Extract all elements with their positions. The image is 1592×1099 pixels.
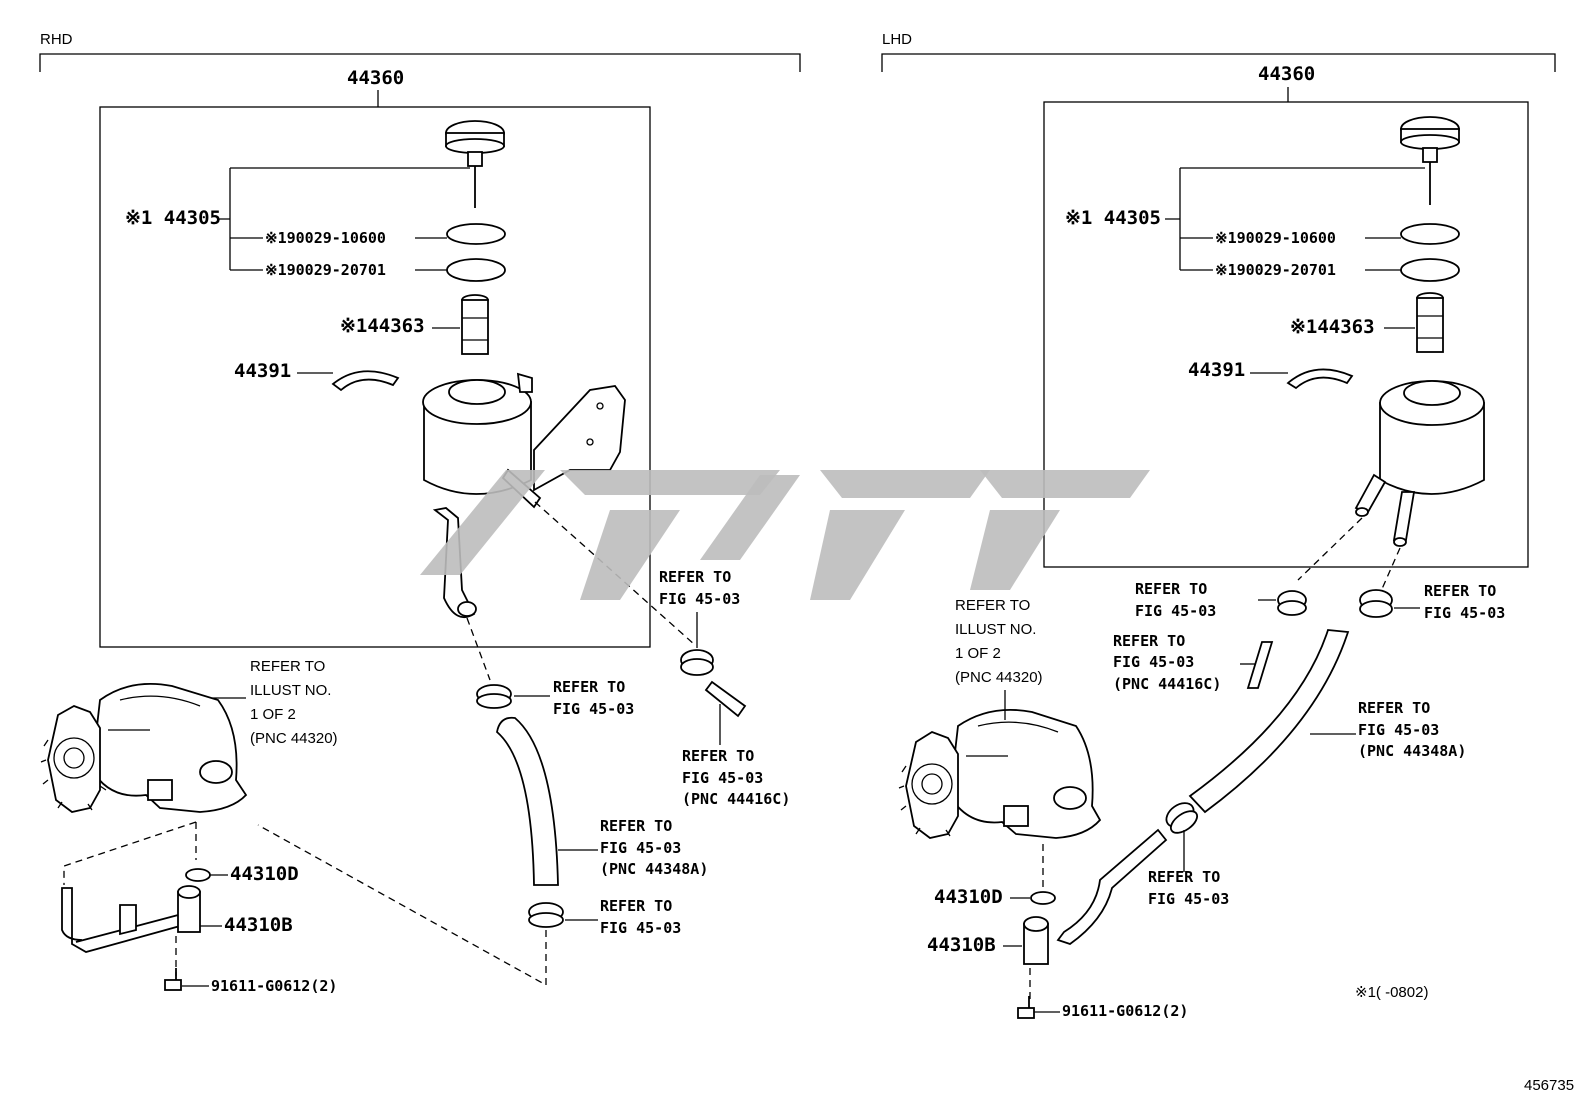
rhd-suction-hose-ref-line-2: FIG 45-03 [600, 839, 681, 857]
rhd-title: RHD [40, 31, 73, 48]
rhd-clip-lower-ref-line-2: FIG 45-03 [600, 919, 681, 937]
rhd-clip-left-ref-line-2: FIG 45-03 [553, 700, 634, 718]
footnote: ※1( -0802) [1355, 984, 1428, 1001]
lhd-union-icon [1023, 916, 1049, 965]
rhd-bolt-label: 91611-G0612(2) [211, 977, 337, 995]
rhd-suction-hose-ref-line-3: (PNC 44348A) [600, 860, 708, 878]
rhd-cap-set-label: ※1 44305 [125, 207, 221, 229]
lhd-reservoir-cap-icon [1400, 116, 1460, 205]
lhd-pump-o-ring-label: 44310D [934, 886, 1003, 908]
lhd-o-ring-1-label: ※190029-10600 [1215, 229, 1336, 247]
lhd-clip-left-ref-line-1: REFER TO [1135, 580, 1207, 598]
lhd-bracket-line [881, 53, 1556, 72]
lhd-clip-left-icon [1277, 590, 1307, 616]
rhd-o-ring-1-label: ※190029-10600 [265, 229, 386, 247]
rhd-clip-lower-ref-line-1: REFER TO [600, 897, 672, 915]
lhd-pump-ref-line-2: ILLUST NO. [955, 621, 1036, 638]
lhd-clip-right-icon [1359, 589, 1393, 618]
illustration-number: 456735 [1524, 1077, 1574, 1094]
lhd-clip-right-ref-line-2: FIG 45-03 [1424, 604, 1505, 622]
rhd-reservoir-tank-icon [422, 372, 626, 619]
rhd-pump-ref-line-4: (PNC 44320) [250, 730, 338, 747]
lhd-o-ring-2-label: ※190029-20701 [1215, 261, 1336, 279]
lhd-union-label: 44310B [927, 934, 996, 956]
rhd-o-ring-2-icon [446, 258, 506, 282]
lhd-filter-icon [1416, 292, 1444, 353]
lhd-suction-hose-ref-line-3: (PNC 44348A) [1358, 742, 1466, 760]
lhd-filter-label: ※144363 [1290, 316, 1375, 338]
lhd-pump-ref-line-3: 1 OF 2 [955, 645, 1001, 662]
rhd-union-icon [177, 885, 201, 933]
rhd-clip-left-ref-line-1: REFER TO [553, 678, 625, 696]
lhd-clip-right-ref-line-1: REFER TO [1424, 582, 1496, 600]
rhd-pump-o-ring-label: 44310D [230, 863, 299, 885]
rhd-section: RHD 44360 ※1 44305 ※190029-10600 ※190029… [39, 31, 801, 995]
rhd-suction-hose-ref-line-1: REFER TO [600, 817, 672, 835]
rhd-clip-left-icon [476, 684, 512, 709]
rhd-pump-ref-line-2: ILLUST NO. [250, 682, 331, 699]
lhd-bracket-label: 44391 [1188, 359, 1245, 381]
rhd-clip-upper-ref-line-2: FIG 45-03 [659, 590, 740, 608]
rhd-bracket-strip-icon [331, 370, 400, 392]
lhd-reservoir-tank-icon [1354, 380, 1485, 547]
lhd-bolt-icon [1017, 996, 1035, 1019]
lhd-assembly-box [1043, 101, 1529, 568]
lhd-section: LHD 44360 ※1 44305 ※190029-10600 ※190029… [881, 31, 1556, 1020]
rhd-bracket-line [39, 53, 801, 72]
rhd-assembly-label: 44360 [347, 67, 404, 89]
rhd-return-hose-icon [704, 680, 747, 718]
rhd-pump-o-ring-icon [185, 868, 211, 882]
lhd-power-steering-pump-icon [898, 709, 1102, 839]
watermark-logo-icon [420, 470, 1150, 600]
lhd-o-ring-1-icon [1400, 223, 1460, 245]
lhd-bolt-label: 91611-G0612(2) [1062, 1002, 1188, 1020]
rhd-pump-ref-line-3: 1 OF 2 [250, 706, 296, 723]
rhd-return-hose-ref-line-3: (PNC 44416C) [682, 790, 790, 808]
lhd-suction-hose-ref-line-1: REFER TO [1358, 699, 1430, 717]
lhd-cap-set-label: ※1 44305 [1065, 207, 1161, 229]
rhd-pipe-icon [61, 887, 184, 953]
lhd-clip-lower-ref-line-1: REFER TO [1148, 868, 1220, 886]
rhd-filter-icon [461, 294, 489, 355]
rhd-clip-upper-ref-line-1: REFER TO [659, 568, 731, 586]
lhd-assembly-label: 44360 [1258, 63, 1315, 85]
rhd-pump-ref-line-1: REFER TO [250, 658, 325, 675]
rhd-assembly-box [99, 106, 651, 648]
rhd-o-ring-2-label: ※190029-20701 [265, 261, 386, 279]
rhd-return-hose-ref-line-2: FIG 45-03 [682, 769, 763, 787]
lhd-clip-lower-icon [1165, 802, 1199, 834]
lhd-clip-left-ref-line-2: FIG 45-03 [1135, 602, 1216, 620]
lhd-return-hose-ref-line-3: (PNC 44416C) [1113, 675, 1221, 693]
rhd-clip-lower-icon [528, 902, 564, 928]
lhd-return-hose-ref-line-1: REFER TO [1113, 632, 1185, 650]
lhd-suction-hose-ref-line-2: FIG 45-03 [1358, 721, 1439, 739]
lhd-bracket-strip-icon [1286, 368, 1354, 390]
lhd-pump-ref-line-4: (PNC 44320) [955, 669, 1043, 686]
rhd-filter-label: ※144363 [340, 315, 425, 337]
lhd-suction-hose-icon [1188, 629, 1350, 814]
rhd-bracket-label: 44391 [234, 360, 291, 382]
lhd-title: LHD [882, 31, 912, 48]
rhd-return-hose-ref-line-1: REFER TO [682, 747, 754, 765]
rhd-power-steering-pump-icon [40, 683, 248, 813]
lhd-return-hose-icon [1246, 641, 1274, 689]
rhd-suction-hose-icon [496, 716, 559, 886]
lhd-return-hose-ref-line-2: FIG 45-03 [1113, 653, 1194, 671]
lhd-o-ring-2-icon [1400, 258, 1460, 282]
lhd-pipe-icon [1056, 828, 1168, 945]
rhd-o-ring-1-icon [446, 223, 506, 245]
rhd-reservoir-cap-icon [445, 120, 505, 208]
rhd-bolt-icon [164, 968, 182, 991]
lhd-pump-o-ring-icon [1030, 891, 1056, 905]
lhd-pump-ref-line-1: REFER TO [955, 597, 1030, 614]
rhd-clip-upper-icon [680, 649, 714, 676]
rhd-union-label: 44310B [224, 914, 293, 936]
lhd-clip-lower-ref-line-2: FIG 45-03 [1148, 890, 1229, 908]
